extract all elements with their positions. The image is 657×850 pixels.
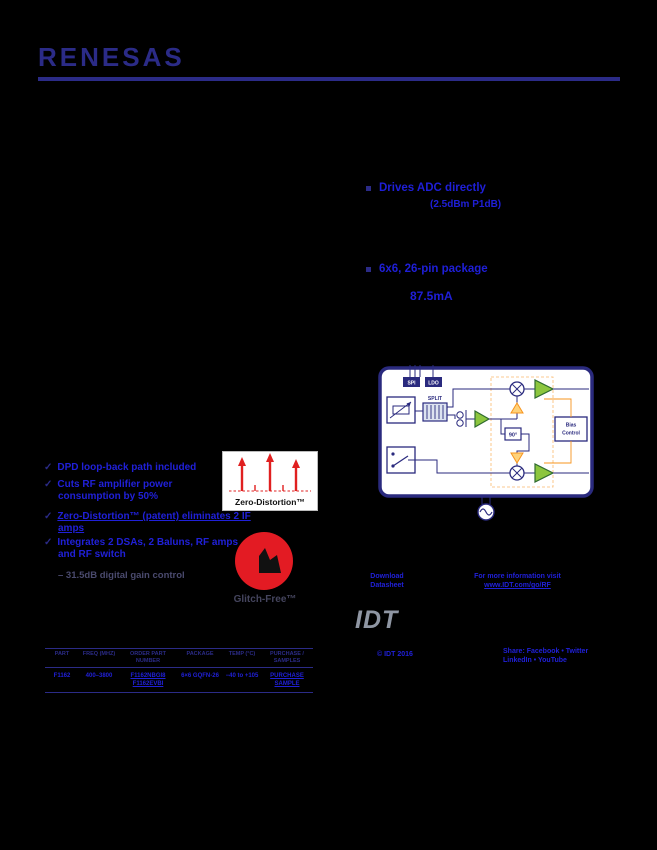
table-header-package: PACKAGE (177, 648, 223, 668)
idt-logo: IDT (355, 606, 399, 634)
table-cell-order[interactable]: F1162NBGI8 F1162EVBI (119, 668, 177, 693)
zero-distortion-badge: Zero-Distortion™ (222, 451, 318, 511)
feature-bullet-adc-sub: (2.5dBm P1dB) (430, 199, 502, 210)
glitch-free-badge (235, 532, 293, 590)
check-icon: ✓ (44, 511, 53, 522)
feature-bullet-adc: Drives ADC directly (366, 182, 616, 194)
download-line2[interactable]: Datasheet (370, 582, 404, 589)
sine-icon (479, 508, 493, 516)
arrowhead (238, 457, 246, 466)
table-cell-part: F1162 (45, 668, 79, 693)
header-divider (38, 77, 620, 81)
info-line1: For more information visit (474, 573, 561, 580)
rf-path-bottom (415, 459, 510, 474)
mixer-x (512, 468, 522, 478)
balun-coil (456, 419, 464, 427)
check-icon: ✓ (44, 479, 53, 490)
suppressed-spurs (254, 485, 284, 491)
attenuator-arrowhead (406, 402, 411, 407)
arrowhead (266, 453, 274, 462)
balun-coil (456, 411, 464, 419)
zero-distortion-label: Zero-Distortion™ (235, 497, 305, 507)
share-line1[interactable]: Share: Facebook • Twitter (503, 648, 589, 655)
check-icon: ✓ (44, 537, 53, 548)
glitch-free-label: Glitch-Free™ (233, 594, 297, 605)
table-cell-purchase-sample[interactable]: PURCHASE SAMPLE (261, 668, 313, 693)
feature-bullet-package-label: 6x6, 26-pin package (379, 263, 488, 275)
checklist-item-1-text: DPD loop-back path included (57, 462, 197, 473)
spectrum-arrows (240, 460, 298, 491)
table-cell-temp: −40 to +105 (223, 668, 261, 693)
checklist-item-4: ✓ Integrates 2 DSAs, 2 Baluns, RF amps an… (44, 537, 334, 561)
bullet-square-icon (366, 186, 371, 191)
bias-wire-top (544, 398, 572, 417)
ordering-table: PART FREQ (MHZ) ORDER PART NUMBER PACKAG… (45, 648, 313, 693)
table-cell-package: 6×6 GQFN-26 (177, 668, 223, 693)
share-line2[interactable]: LinkedIn • YouTube (503, 657, 567, 664)
more-info-link[interactable]: For more information visit www.IDT.com/g… (455, 572, 580, 590)
checklist-item-1: ✓ DPD loop-back path included (44, 462, 219, 474)
splitter-hatch (426, 405, 444, 419)
split-label: SPLIT (428, 396, 442, 402)
glitch-waveform-icon (248, 548, 281, 573)
spi-label: SPI (407, 381, 416, 387)
diagram-outline (378, 366, 594, 498)
check-icon: ✓ (44, 462, 53, 473)
share-links[interactable]: Share: Facebook • Twitter LinkedIn • You… (503, 647, 598, 665)
download-line1[interactable]: Download (370, 573, 404, 580)
switch-contact (391, 452, 395, 456)
bias-wire-bottom (544, 441, 572, 464)
ldo-block (425, 377, 442, 387)
bullet-square-icon (366, 267, 371, 272)
table-header-temp: TEMP (°C) (223, 648, 261, 668)
info-url[interactable]: www.IDT.com/go/RF (484, 582, 551, 589)
output-amp-top (534, 379, 555, 399)
top-pins (409, 365, 434, 377)
table-header-order: ORDER PART NUMBER (119, 648, 177, 668)
checklist-item-2: ✓ Cuts RF amplifier power consumption by … (44, 479, 219, 503)
table-header-freq: FREQ (MHZ) (79, 648, 119, 668)
output-amp-bottom (534, 463, 555, 483)
checklist-item-3-line2[interactable]: amps (58, 523, 85, 534)
checklist-item-4-line2: and RF switch (58, 549, 126, 560)
checklist-item-3-line1[interactable]: Zero-Distortion™ (patent) eliminates 2 I… (57, 511, 251, 522)
supply-current-value: 87.5mA (410, 289, 453, 303)
download-datasheet-link[interactable]: Download Datasheet (353, 572, 421, 590)
renesas-logo: RENESAS (38, 42, 185, 72)
attenuator-icon (392, 405, 410, 415)
rf-path-top (447, 388, 510, 408)
lo-amp (474, 409, 491, 429)
bias-label-2: Control (562, 431, 580, 437)
lo-buffer-bottom (510, 452, 524, 464)
feature-bullet-package: 6x6, 26-pin package (366, 263, 616, 275)
table-header-part: PART (45, 648, 79, 668)
switch-lever (392, 455, 409, 467)
table-header-purchase: PURCHASE / SAMPLES (261, 648, 313, 668)
phase-shift-label: 90° (509, 433, 517, 439)
checklist-item-4-line1: Integrates 2 DSAs, 2 Baluns, RF amps (57, 537, 239, 548)
ldo-label: LDO (428, 381, 439, 387)
checklist-item-3[interactable]: ✓ Zero-Distortion™ (patent) eliminates 2 … (44, 511, 334, 535)
copyright-text: © IDT 2016 (377, 651, 413, 658)
checklist-item-2-line1: Cuts RF amplifier power (57, 479, 173, 490)
bias-label-1: Bias (566, 423, 577, 429)
spi-block (403, 377, 420, 387)
wire (447, 414, 456, 419)
lo-region-outline (490, 376, 554, 488)
feature-bullet-adc-label: Drives ADC directly (379, 182, 486, 194)
checklist-subnote: – 31.5dB digital gain control (58, 570, 185, 581)
attenuator-arrow (389, 401, 412, 419)
checklist-item-2-line2: consumption by 50% (58, 491, 159, 502)
bias-control-block (554, 416, 588, 442)
arrowhead (292, 459, 300, 468)
lo-buffer-top (510, 402, 524, 414)
lo-wire (500, 419, 505, 435)
table-cell-freq: 400–3800 (79, 668, 119, 693)
mixer-x (512, 384, 522, 394)
functional-block-diagram: SPI LDO SPLIT 90° (378, 365, 594, 521)
